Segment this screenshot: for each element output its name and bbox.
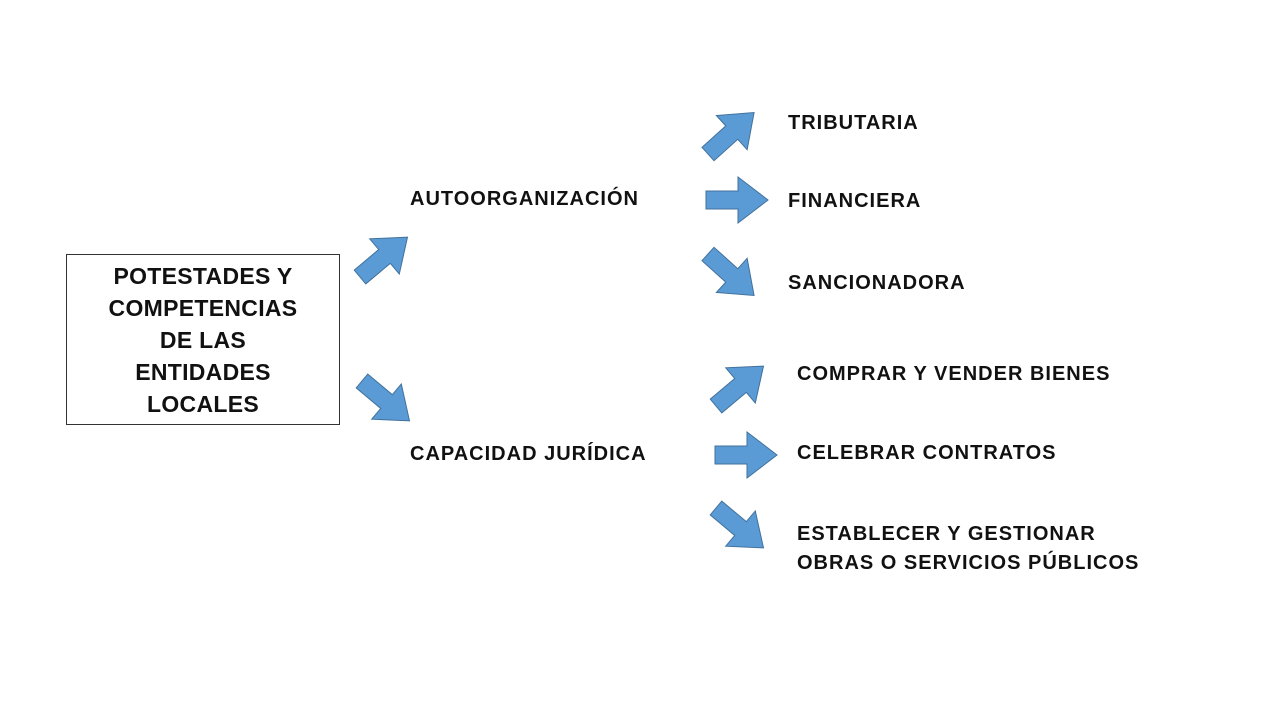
root-concept-box: POTESTADES Y COMPETENCIAS DE LAS ENTIDAD…	[66, 254, 340, 425]
arrow-to-establecer-gestionar	[700, 489, 779, 566]
leaf-label-establecer-gestionar: ESTABLECER Y GESTIONAR OBRAS O SERVICIOS…	[797, 523, 1140, 574]
root-concept-text: POTESTADES Y COMPETENCIAS DE LAS ENTIDAD…	[109, 260, 298, 420]
arrow-to-financiera	[705, 176, 769, 224]
leaf-label-sancionadora: SANCIONADORA	[788, 272, 966, 294]
branch-label-autoorganizacion: AUTOORGANIZACIÓN	[410, 188, 639, 210]
leaf-label-tributaria: TRIBUTARIA	[788, 112, 919, 134]
arrow-to-tributaria	[692, 94, 770, 172]
root-line-4: ENTIDADES	[135, 358, 271, 385]
leaf-label-comprar-vender: COMPRAR Y VENDER BIENES	[797, 363, 1111, 385]
arrow-root-to-capacidad-juridica	[346, 362, 425, 439]
arrow-root-to-autoorganizacion	[344, 219, 423, 296]
root-line-1: POTESTADES Y	[113, 262, 293, 289]
root-line-2: COMPETENCIAS	[108, 294, 298, 321]
arrow-to-comprar-vender	[700, 348, 779, 425]
arrow-to-celebrar-contratos	[714, 431, 778, 479]
arrow-to-sancionadora	[692, 236, 770, 314]
branch-label-capacidad-juridica: CAPACIDAD JURÍDICA	[410, 443, 647, 465]
root-line-3: DE LAS	[159, 326, 247, 353]
root-line-5: LOCALES	[147, 390, 259, 417]
leaf-label-celebrar-contratos: CELEBRAR CONTRATOS	[797, 442, 1057, 464]
leaf-label-financiera: FINANCIERA	[788, 190, 922, 212]
